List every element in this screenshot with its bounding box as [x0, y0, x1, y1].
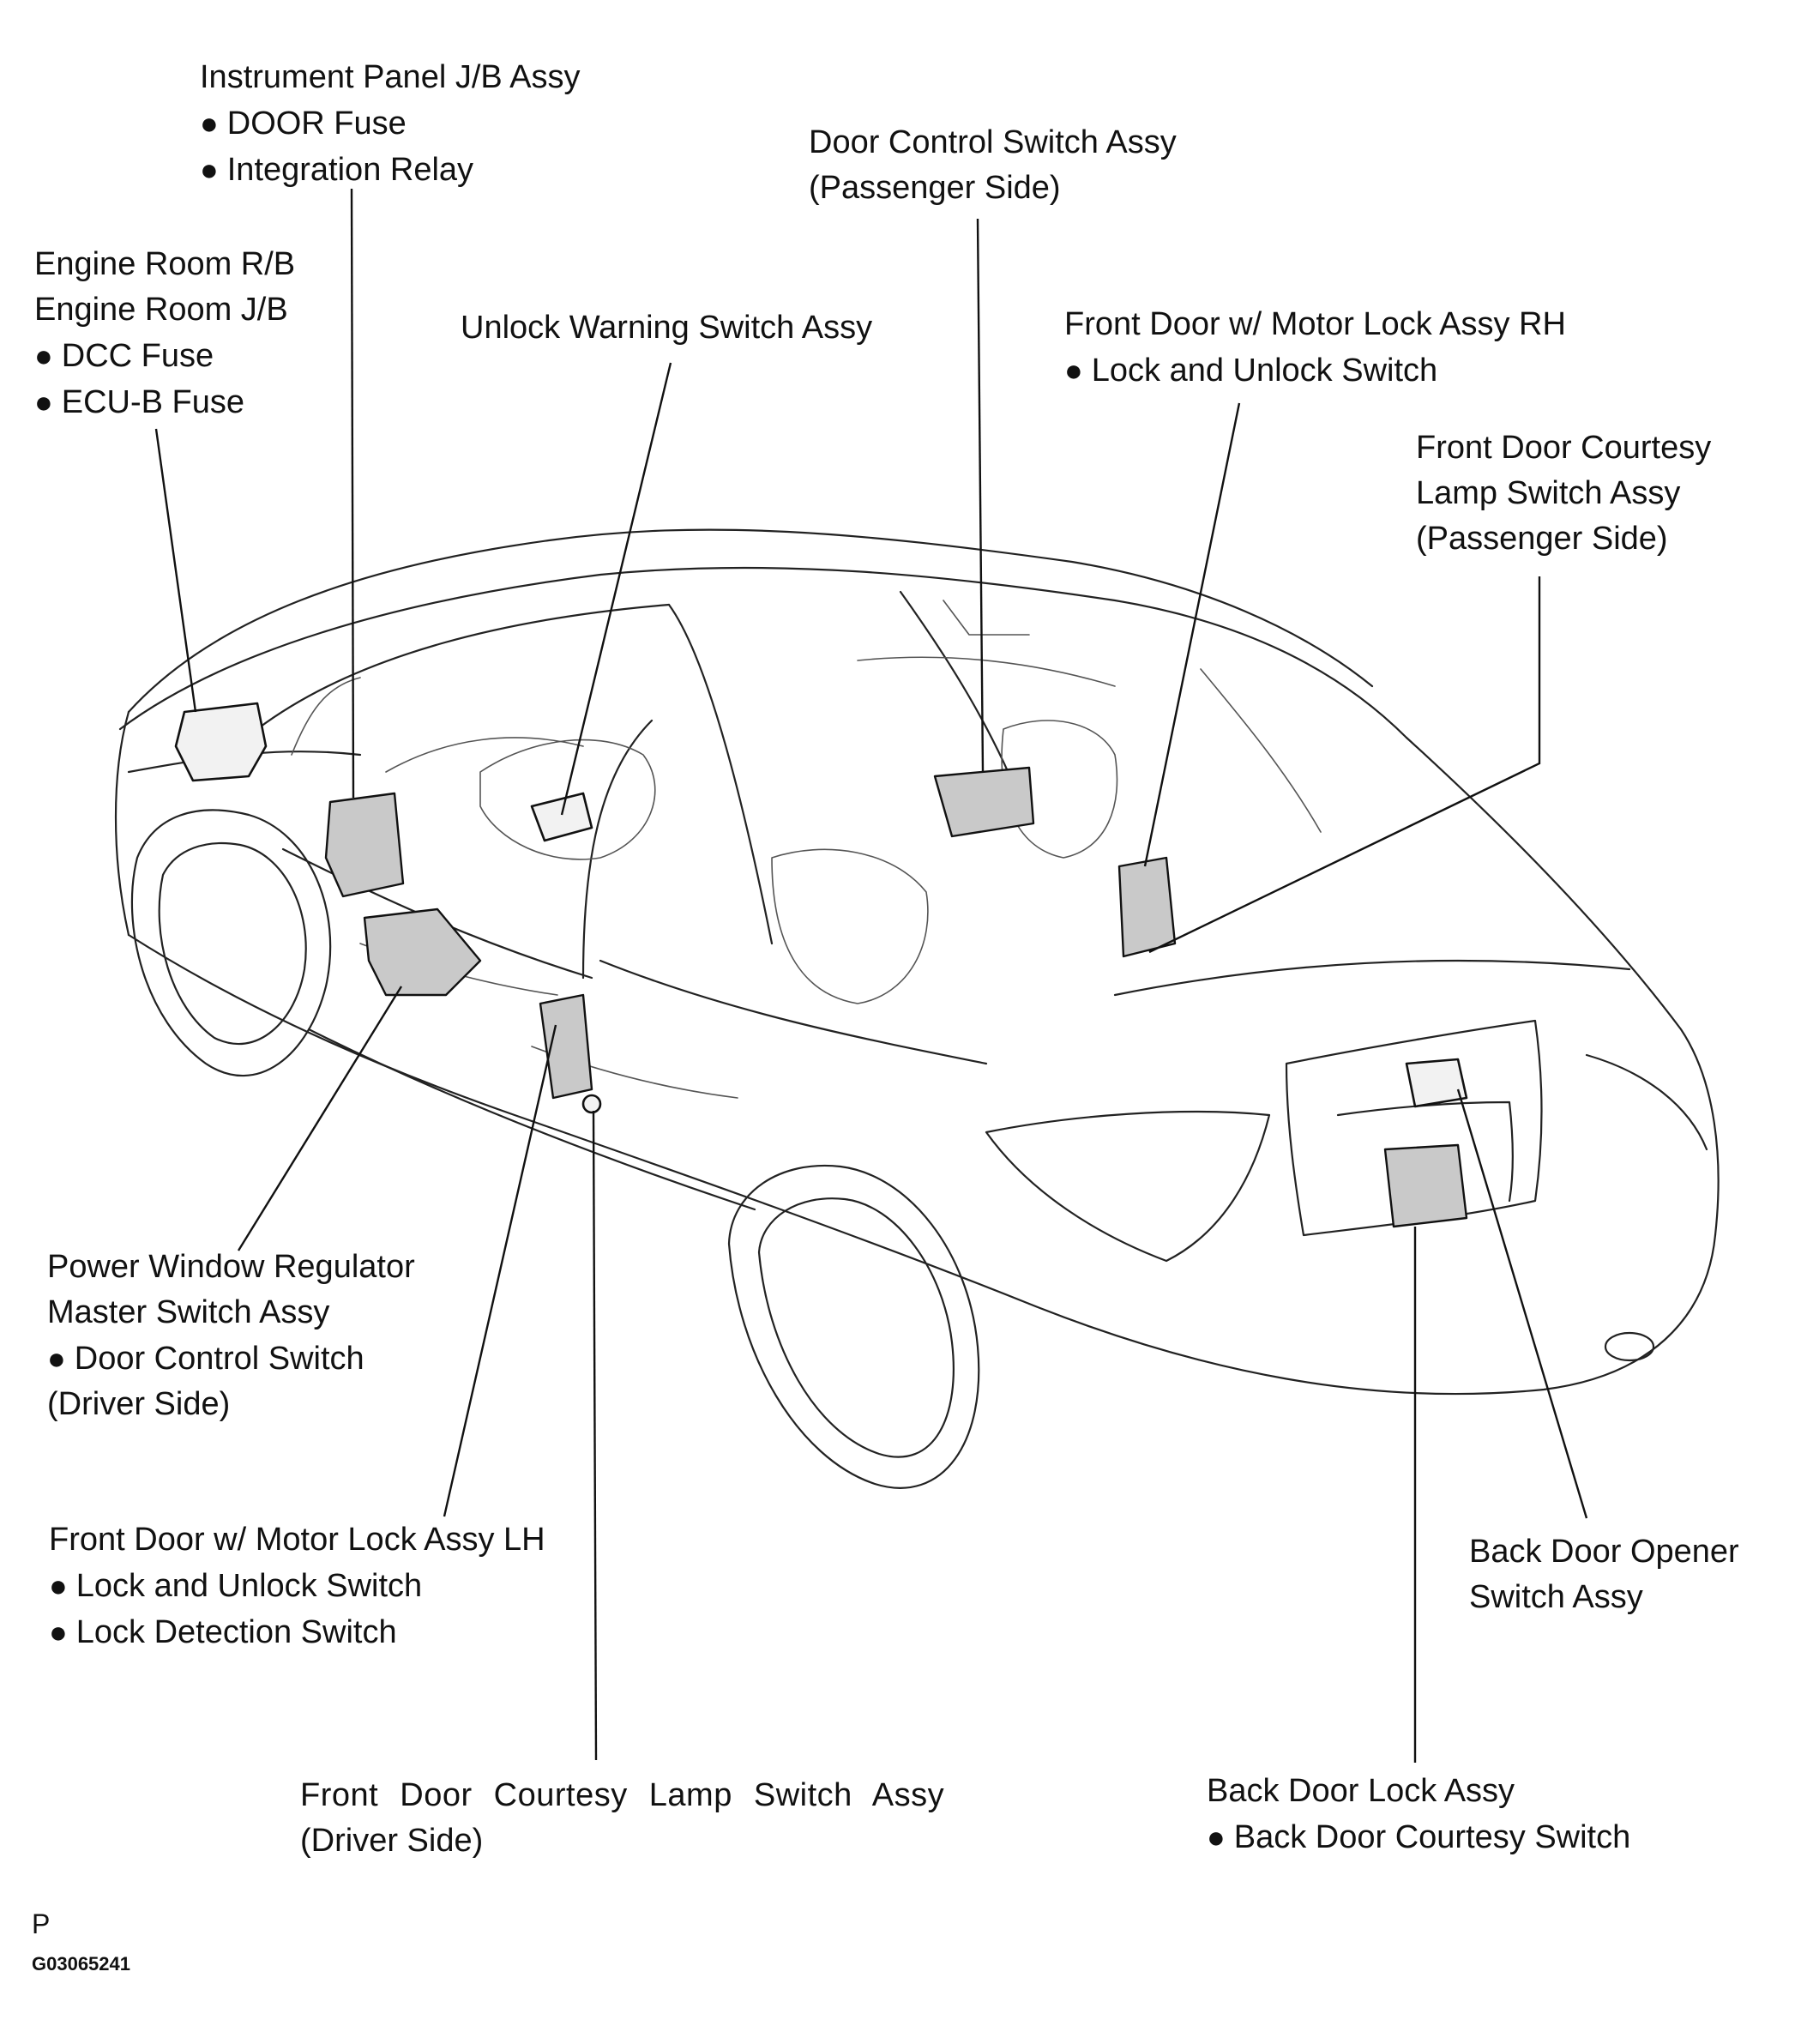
lh-lock-detection-item: Lock Detection Switch	[49, 1609, 545, 1655]
back-door-opener-line1: Back Door Opener	[1469, 1534, 1739, 1570]
label-engine-room: Engine Room R/B Engine Room J/B DCC Fuse…	[34, 242, 295, 425]
integration-relay-item: Integration Relay	[200, 147, 581, 193]
back-door-opener-line2: Switch Assy	[1469, 1579, 1643, 1615]
front-door-rh-title: Front Door w/ Motor Lock Assy RH	[1064, 306, 1566, 342]
dcc-fuse-item: DCC Fuse	[34, 333, 295, 379]
leader-lines	[154, 188, 1588, 1763]
power-window-line3: (Driver Side)	[47, 1386, 231, 1422]
figure-code: G03065241	[32, 1953, 130, 1975]
label-instrument-panel-jb: Instrument Panel J/B Assy DOOR Fuse Inte…	[200, 55, 581, 193]
label-courtesy-switch-driver: Front Door Courtesy Lamp Switch Assy (Dr…	[300, 1773, 944, 1864]
power-window-master-switch	[363, 907, 482, 997]
unlock-warning-switch	[530, 792, 593, 842]
rh-lock-unlock-item: Lock and Unlock Switch	[1064, 347, 1566, 394]
door-fuse-item: DOOR Fuse	[200, 100, 581, 147]
back-door-courtesy-item: Back Door Courtesy Switch	[1207, 1814, 1631, 1860]
engine-room-jb-title: Engine Room J/B	[34, 292, 288, 328]
door-control-passenger-title: Door Control Switch Assy	[809, 124, 1177, 160]
label-back-door-lock: Back Door Lock Assy Back Door Courtesy S…	[1207, 1769, 1630, 1860]
label-back-door-opener-switch: Back Door Opener Switch Assy	[1469, 1529, 1739, 1620]
front-door-lh-title: Front Door w/ Motor Lock Assy LH	[49, 1522, 545, 1558]
courtesy-passenger-line1: Front Door Courtesy	[1416, 430, 1712, 466]
door-control-passenger-subtitle: (Passenger Side)	[809, 170, 1061, 206]
component-parts	[174, 702, 1468, 1228]
back-door-lock	[1383, 1143, 1468, 1228]
instrument-panel-junction-block	[324, 792, 405, 898]
back-door-opener-switch	[1405, 1058, 1468, 1108]
courtesy-passenger-line3: (Passenger Side)	[1416, 521, 1668, 557]
door-control-switch-item: Door Control Switch	[47, 1336, 415, 1382]
courtesy-driver-line2: (Driver Side)	[300, 1823, 484, 1859]
label-door-control-switch-passenger: Door Control Switch Assy (Passenger Side…	[809, 120, 1177, 211]
courtesy-passenger-line2: Lamp Switch Assy	[1416, 475, 1681, 511]
power-window-line1: Power Window Regulator	[47, 1249, 415, 1285]
courtesy-driver-line1: Front Door Courtesy Lamp Switch Assy	[300, 1777, 945, 1813]
lh-lock-unlock-item: Lock and Unlock Switch	[49, 1563, 545, 1609]
label-courtesy-switch-passenger: Front Door Courtesy Lamp Switch Assy (Pa…	[1416, 425, 1711, 562]
instrument-panel-title: Instrument Panel J/B Assy	[200, 59, 581, 95]
figure-mark: P	[32, 1908, 51, 1939]
label-unlock-warning-switch: Unlock Warning Switch Assy	[461, 305, 872, 351]
label-front-door-lock-lh: Front Door w/ Motor Lock Assy LH Lock an…	[49, 1517, 545, 1655]
label-power-window-master-switch: Power Window Regulator Master Switch Ass…	[47, 1245, 415, 1427]
courtesy-switch-driver	[581, 1094, 602, 1114]
back-door-lock-title: Back Door Lock Assy	[1207, 1773, 1515, 1809]
ecu-b-fuse-item: ECU-B Fuse	[34, 379, 295, 425]
label-front-door-lock-rh: Front Door w/ Motor Lock Assy RH Lock an…	[1064, 302, 1566, 394]
door-control-switch-passenger	[933, 766, 1035, 838]
unlock-warning-title: Unlock Warning Switch Assy	[461, 310, 873, 346]
front-door-lock-rh	[1117, 856, 1177, 958]
power-window-line2: Master Switch Assy	[47, 1294, 330, 1330]
engine-room-relay-block	[174, 702, 268, 782]
front-door-lock-lh	[539, 993, 593, 1100]
engine-room-rb-title: Engine Room R/B	[34, 246, 296, 282]
